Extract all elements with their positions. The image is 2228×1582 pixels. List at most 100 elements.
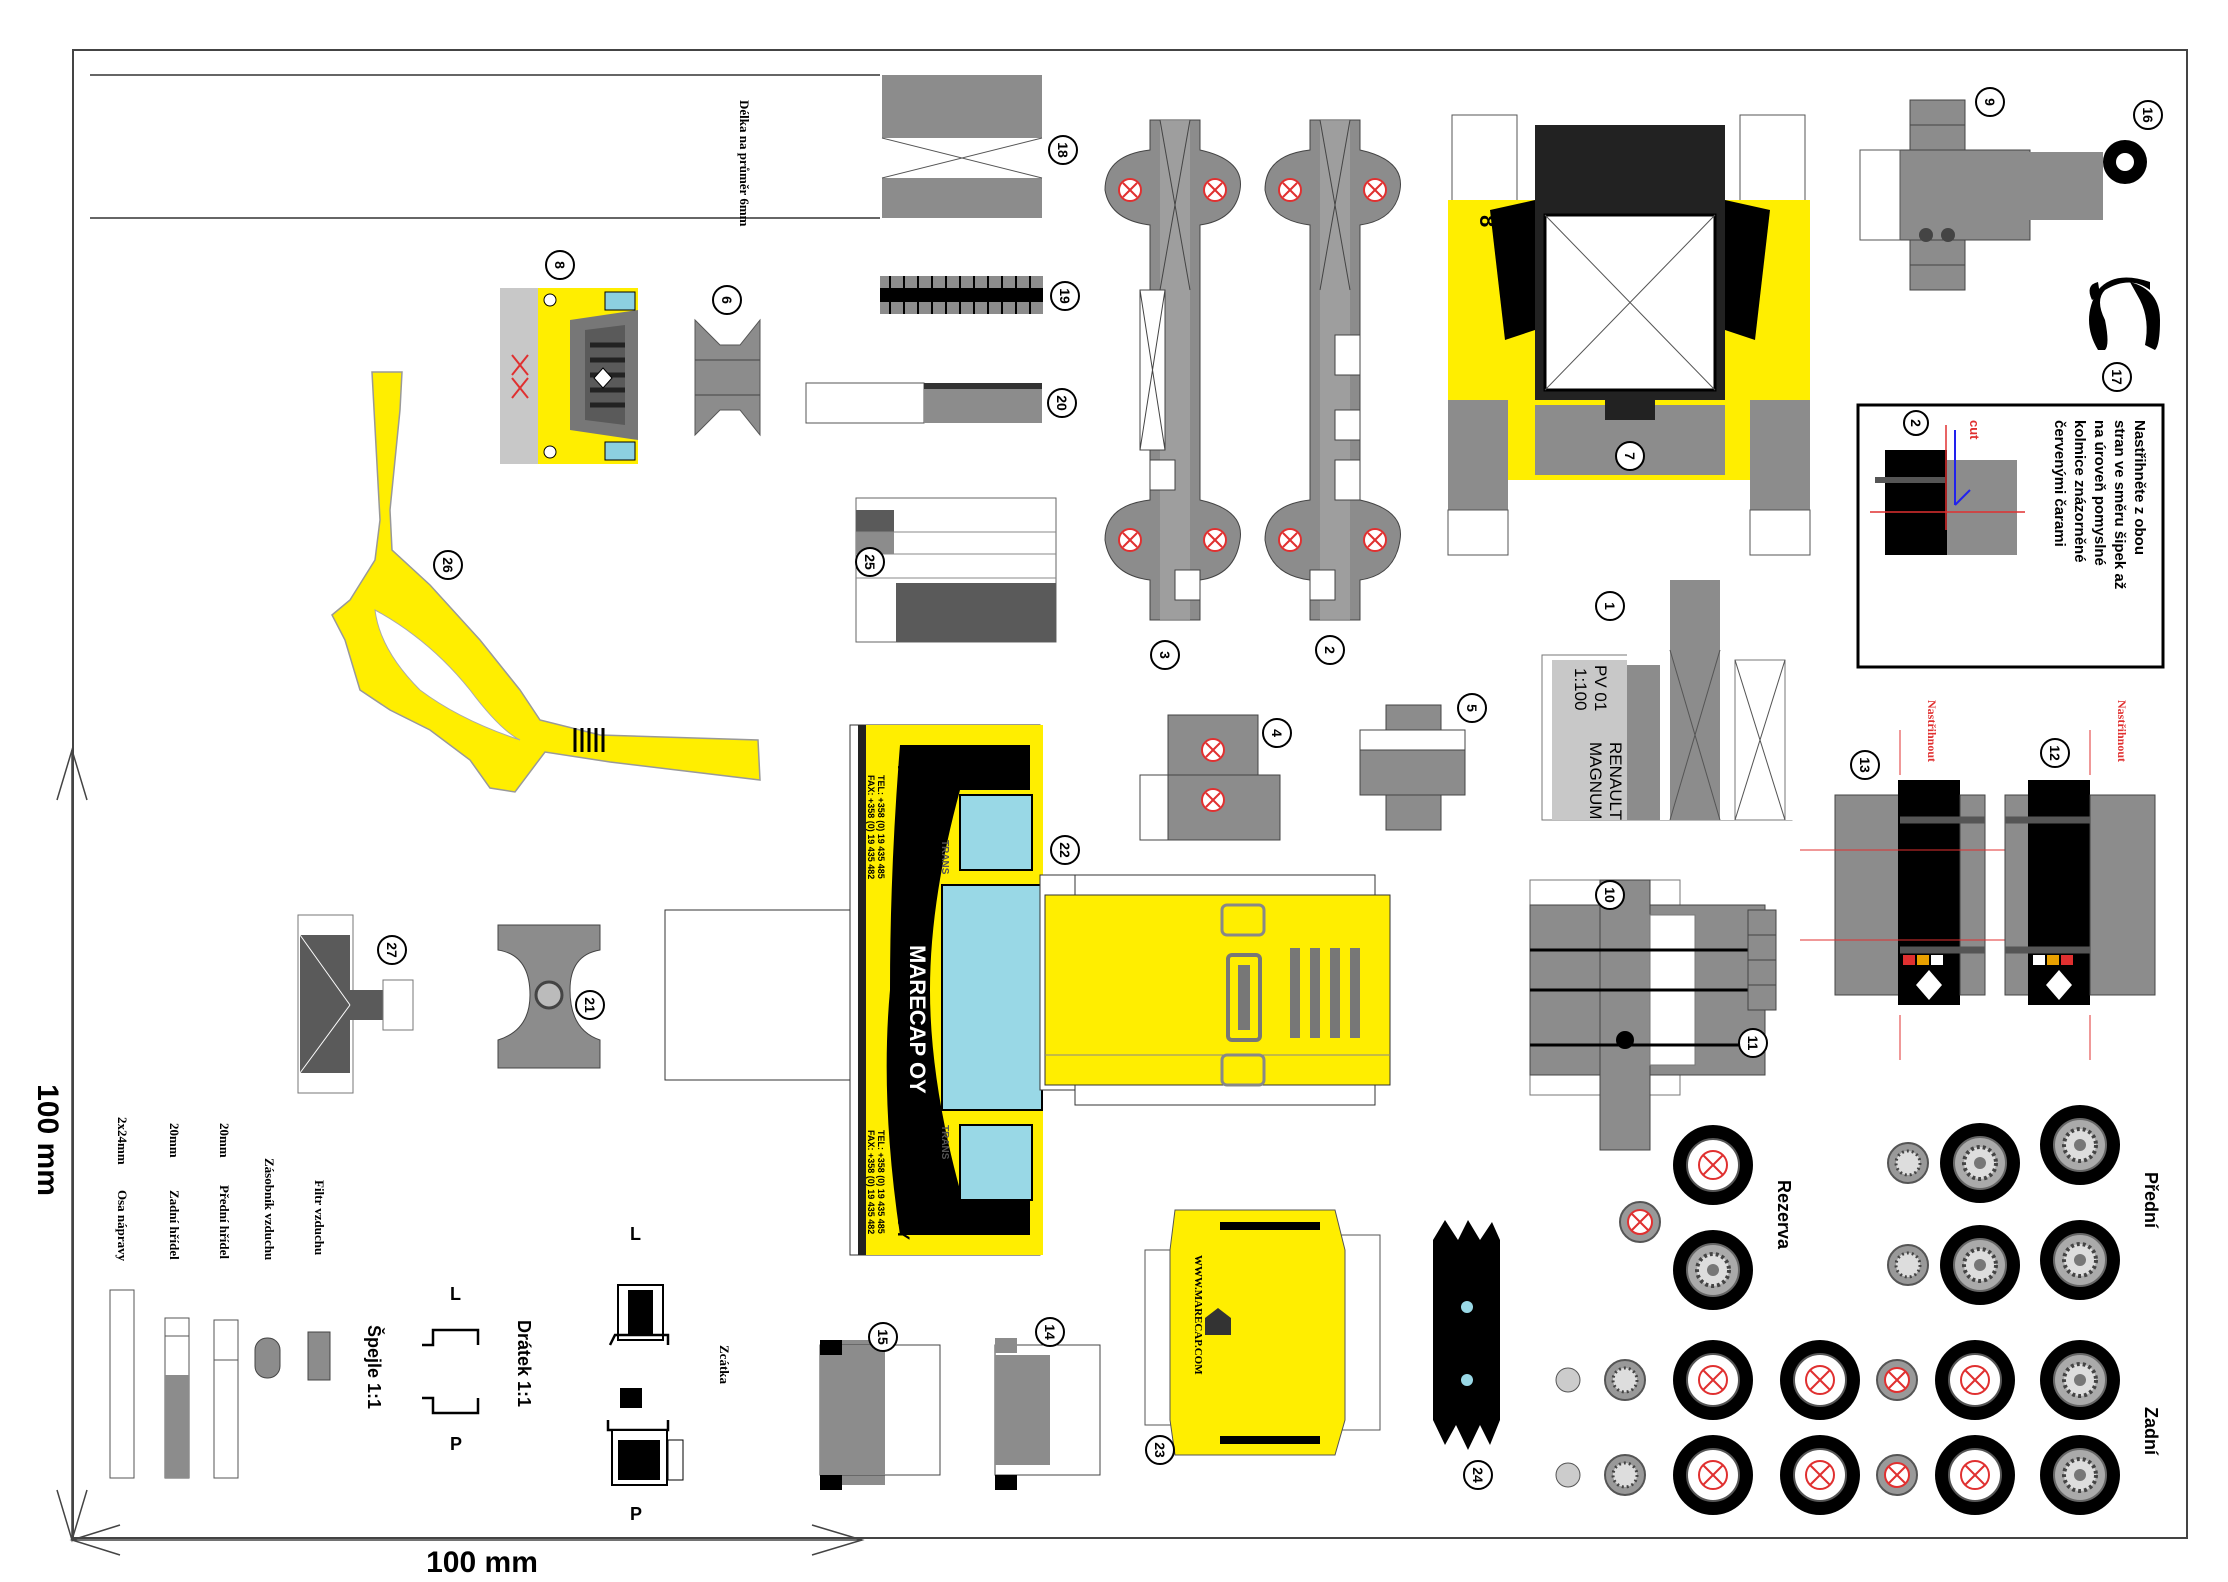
part-20 — [805, 382, 1042, 424]
svg-text:8: 8 — [552, 261, 568, 269]
part-7: 8 8 — [1447, 114, 1811, 556]
svg-text:10: 10 — [1602, 887, 1618, 903]
part-3 — [1104, 119, 1241, 621]
svg-text:Filtr vzduchu: Filtr vzduchu — [312, 1180, 327, 1255]
side-number-right: 8 — [1745, 215, 1770, 227]
label-rear-wheels: Zadní — [2141, 1407, 2161, 1456]
label-P-wire: P — [450, 1434, 462, 1454]
svg-text:Osa nápravy: Osa nápravy — [115, 1190, 130, 1262]
sheet-border — [72, 49, 2188, 1539]
part-4 — [1139, 714, 1281, 841]
svg-text:22: 22 — [1057, 842, 1073, 858]
part-14 — [994, 1338, 1101, 1490]
svg-text:14: 14 — [1042, 1324, 1058, 1340]
svg-text:17: 17 — [2109, 369, 2125, 385]
svg-text:1:100: 1:100 — [1571, 668, 1590, 711]
svg-text:2x24mm: 2x24mm — [115, 1117, 130, 1165]
svg-text:FAX: +358 (0) 19 435 482: FAX: +358 (0) 19 435 482 — [866, 775, 876, 879]
label-dratek: Drátek 1:1 — [514, 1320, 534, 1407]
svg-text:MARECAP OY: MARECAP OY — [894, 765, 913, 881]
dimension-label-y: 100 mm — [31, 1084, 64, 1196]
svg-text:11: 11 — [1745, 1036, 1761, 1051]
side-number-left: 8 — [1475, 215, 1500, 227]
svg-text:Nastřihnout: Nastřihnout — [2115, 700, 2129, 762]
svg-text:12: 12 — [2047, 745, 2063, 761]
wheel-set — [1555, 1103, 2122, 1517]
svg-text:Přední hřídel: Přední hřídel — [217, 1185, 232, 1259]
svg-text:TEL: +358 (0) 19 435 485: TEL: +358 (0) 19 435 485 — [876, 1130, 886, 1234]
part-26 — [331, 371, 761, 793]
part-8 — [500, 288, 638, 464]
part-10 — [1529, 879, 1766, 1151]
svg-text:červenými čarami: červenými čarami — [2051, 420, 2068, 547]
dimension-horizontal — [69, 1524, 865, 1556]
clip-templates — [606, 1284, 684, 1486]
dimension-label-x: 100 mm — [426, 1546, 538, 1579]
svg-text:21: 21 — [582, 997, 598, 1013]
svg-text:23: 23 — [1152, 1442, 1168, 1458]
svg-text:WWW.MARECAP.COM: WWW.MARECAP.COM — [1192, 1255, 1204, 1375]
svg-text:TEL: +358 (0) 19 435 485: TEL: +358 (0) 19 435 485 — [876, 775, 886, 879]
svg-text:2: 2 — [1322, 646, 1338, 654]
label-spare-wheel: Rezerva — [1774, 1180, 1794, 1250]
part-18: Délka na průměr 6mm — [90, 74, 1043, 227]
part-19 — [880, 276, 1043, 314]
part-27 — [297, 914, 414, 1094]
part-25 — [855, 497, 1057, 643]
label-P-clip: P — [630, 1504, 642, 1524]
svg-text:TRANS: TRANS — [939, 840, 950, 875]
svg-text:MARECAP OY: MARECAP OY — [894, 1125, 913, 1241]
svg-text:TRANS: TRANS — [939, 1125, 950, 1160]
part-15 — [819, 1340, 941, 1490]
wire-template — [422, 1328, 480, 1415]
part-5 — [1359, 704, 1466, 831]
svg-text:MARECAP OY: MARECAP OY — [905, 945, 930, 1094]
svg-text:13: 13 — [1857, 757, 1873, 773]
svg-text:5: 5 — [1464, 704, 1480, 712]
svg-text:RENAULT: RENAULT — [1606, 742, 1625, 820]
part-1: PV 01 1:100 RENAULT MAGNUM — [1541, 580, 1797, 821]
svg-text:25: 25 — [862, 554, 878, 570]
svg-text:Nastřihněte z obou: Nastřihněte z obou — [2131, 420, 2148, 555]
part-24 — [1433, 1220, 1500, 1450]
svg-text:1: 1 — [1602, 602, 1618, 610]
label-L-clip: L — [630, 1224, 641, 1244]
part-22: MARECAP OY MARECAP OY MARECAP OY TEL: +3… — [664, 724, 1391, 1256]
svg-text:3: 3 — [1157, 651, 1173, 659]
label-front-wheels: Přední — [2141, 1172, 2161, 1229]
part-23: WWW.MARECAP.COM — [1144, 1209, 1381, 1456]
part-11 — [1747, 909, 1777, 1011]
svg-text:Zásobník vzduchu: Zásobník vzduchu — [262, 1158, 277, 1260]
svg-text:Nastřihnout: Nastřihnout — [1925, 700, 1939, 762]
svg-text:20mm: 20mm — [217, 1123, 232, 1158]
svg-text:Zadní hřídel: Zadní hřídel — [167, 1190, 182, 1260]
instruction-box: cut Nastřihněte z obou stran ve směru ši… — [1856, 403, 2165, 669]
svg-text:16: 16 — [2140, 107, 2156, 123]
svg-text:FAX: +358 (0) 19 435 482: FAX: +358 (0) 19 435 482 — [866, 1130, 876, 1234]
svg-text:PV 01: PV 01 — [1591, 665, 1610, 711]
svg-text:na úroveň pomyslné: na úroveň pomyslné — [2091, 420, 2108, 566]
svg-text:20mm: 20mm — [167, 1123, 182, 1158]
svg-text:27: 27 — [384, 942, 400, 958]
part-17 — [2089, 277, 2150, 350]
part-13: Nastřihnout — [1800, 700, 2020, 1060]
svg-text:4: 4 — [1269, 729, 1285, 737]
part-12: Nastřihnout — [2004, 700, 2156, 1060]
note-18: Délka na průměr 6mm — [737, 100, 752, 227]
svg-text:stran ve směru šipek až: stran ve směru šipek až — [2111, 420, 2128, 589]
svg-text:26: 26 — [440, 557, 456, 573]
svg-text:MAGNUM: MAGNUM — [1586, 742, 1605, 819]
svg-text:cut: cut — [1967, 420, 1982, 440]
svg-text:24: 24 — [1470, 1467, 1486, 1483]
svg-text:20: 20 — [1054, 395, 1070, 411]
svg-text:2: 2 — [1908, 419, 1924, 427]
part-2 — [1264, 119, 1401, 621]
svg-text:15: 15 — [875, 1329, 891, 1345]
label-zcatka: Zcátka — [717, 1345, 732, 1385]
part-numbers: 1 2 2 3 4 5 6 7 8 9 10 11 12 13 14 15 16… — [377, 87, 2163, 1490]
svg-text:7: 7 — [1622, 452, 1638, 460]
label-spejle: Špejle 1:1 — [364, 1325, 385, 1409]
part-21 — [497, 924, 601, 1069]
svg-text:18: 18 — [1055, 142, 1071, 158]
